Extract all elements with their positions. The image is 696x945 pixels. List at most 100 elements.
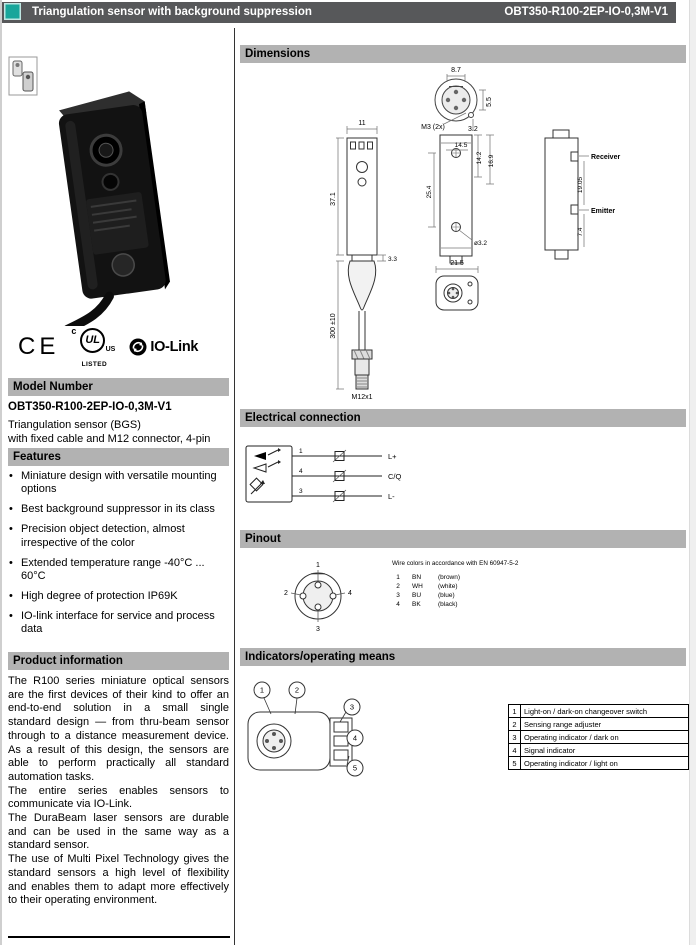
color-row-name: (brown) xyxy=(438,574,460,581)
dim-5-5: 5.5 xyxy=(486,97,493,107)
table-row: 4 Signal indicator xyxy=(508,743,689,757)
callout-5: 5 xyxy=(353,764,357,773)
product-info-paragraph: The R100 series miniature optical sensor… xyxy=(8,675,229,783)
callout-2: 2 xyxy=(295,686,299,695)
color-row-pin: 2 xyxy=(396,583,400,590)
callout-3: 3 xyxy=(350,703,354,712)
ce-mark: CE xyxy=(18,333,60,360)
indicator-description: Sensing range adjuster xyxy=(520,717,689,731)
indicators-drawing: 1 2 3 4 5 xyxy=(247,681,364,777)
section-electrical-connection: Electrical connection xyxy=(240,409,686,427)
section-pinout: Pinout xyxy=(240,530,686,548)
section-product-information: Product information xyxy=(8,652,229,670)
dim-m3: M3 (2x) xyxy=(421,124,445,131)
wire-pin-1: 1 xyxy=(299,448,303,455)
feature-item: Best background suppressor in its class xyxy=(8,503,229,517)
table-row: 3 Operating indicator / dark on xyxy=(508,730,689,744)
wire-color-table: 1 BN (brown) 2 WH (white) 3 BU (blue) 4 … xyxy=(396,574,460,608)
terminal-l-plus: L+ xyxy=(388,452,397,461)
dim-3-3: 3.3 xyxy=(388,256,397,263)
side-view xyxy=(439,134,473,264)
ul-us-label: US xyxy=(105,346,116,353)
indicator-description: Signal indicator xyxy=(520,743,689,757)
product-info-paragraph: The entire series enables sensors to com… xyxy=(8,784,229,811)
color-row-pin: 1 xyxy=(396,574,400,581)
dim-m12x1: M12x1 xyxy=(351,394,372,401)
pinout-diagram: 1 2 4 3 Wire colors in accordance with E… xyxy=(284,560,519,633)
section-dimensions: Dimensions xyxy=(240,45,686,63)
dim-25-4: 25.4 xyxy=(426,185,433,198)
indicator-number: 1 xyxy=(508,704,521,718)
callout-4: 4 xyxy=(353,734,357,743)
product-info-paragraph: The use of Multi Pixel Technology gives … xyxy=(8,853,229,907)
page-edge-right xyxy=(689,0,696,945)
color-row-code: BU xyxy=(412,592,421,599)
sensor-top-view xyxy=(247,711,353,771)
pin-leaders xyxy=(290,570,346,622)
indicator-description: Light-on / dark-on changeover switch xyxy=(520,704,689,718)
dim-16-9: 16.9 xyxy=(488,154,495,167)
dim-14-5: 14.5 xyxy=(455,142,468,149)
indicators-table: 1 Light-on / dark-on changeover switch 2… xyxy=(508,704,689,770)
callouts: 1 2 3 4 5 xyxy=(253,681,364,777)
wires xyxy=(292,449,382,503)
callout-1: 1 xyxy=(260,686,264,695)
electrical-connection-diagram: 1 4 3 L+ C/Q L- xyxy=(245,445,402,503)
io-link-icon xyxy=(129,338,147,356)
color-row-name: (white) xyxy=(438,583,458,590)
dim-11: 11 xyxy=(358,120,365,127)
brand-logo-icon xyxy=(4,3,21,20)
pin-label-2: 2 xyxy=(284,590,288,597)
left-column-bottom-rule xyxy=(8,936,230,938)
table-row: 2 Sensing range adjuster xyxy=(508,717,689,731)
dim-19-05: 19.05 xyxy=(577,176,584,193)
front-view-dims xyxy=(336,126,386,262)
color-row-pin: 3 xyxy=(396,592,400,599)
indicator-number: 5 xyxy=(508,756,521,770)
ul-circle: UL xyxy=(80,328,106,353)
cable-drawing xyxy=(347,260,377,390)
color-row-pin: 4 xyxy=(396,601,400,608)
side-view-dims xyxy=(428,134,494,241)
model-description-line2: with fixed cable and M12 connector, 4-pi… xyxy=(8,433,211,445)
feature-item: IO-link interface for service and proces… xyxy=(8,610,229,637)
pin-label-3: 3 xyxy=(316,626,320,633)
ul-listed-label: LISTED xyxy=(81,361,108,368)
column-divider xyxy=(234,28,235,945)
feature-item: Precision object detection, almost irres… xyxy=(8,523,229,550)
indicator-number: 4 xyxy=(508,743,521,757)
model-number-value: OBT350-R100-2EP-IO-0,3M-V1 xyxy=(8,401,172,413)
sensor-family-pictogram-icon xyxy=(8,56,38,96)
optics-side-view xyxy=(544,129,579,260)
dim-37-1: 37.1 xyxy=(330,192,337,206)
bottom-view xyxy=(435,275,479,311)
terminal-l-minus: L- xyxy=(388,492,395,501)
dim-21-5: 21.5 xyxy=(450,260,464,267)
page-title: Triangulation sensor with background sup… xyxy=(32,6,312,18)
optics-dims xyxy=(579,155,589,247)
product-info-paragraph: The DuraBeam laser sensors are durable a… xyxy=(8,812,229,852)
header-bar: Triangulation sensor with background sup… xyxy=(2,2,676,23)
wire-color-note: Wire colors in accordance with EN 60947-… xyxy=(392,560,519,567)
ul-c-label: c xyxy=(71,326,77,336)
header-model-number: OBT350-R100-2EP-IO-0,3M-V1 xyxy=(504,6,668,18)
indicator-description: Operating indicator / dark on xyxy=(520,730,689,744)
pin-label-1: 1 xyxy=(316,562,320,569)
section-model-number: Model Number xyxy=(8,378,229,396)
dim-14-2: 14.2 xyxy=(476,151,483,164)
section-features: Features xyxy=(8,448,229,466)
dimensions-drawing: 8.7 5.5 M3 (2x) 3.2 11 37.1 3.3 xyxy=(330,67,620,401)
receiver-label: Receiver xyxy=(591,154,620,161)
wire-pin-4: 4 xyxy=(299,468,303,475)
bottom-view-dims xyxy=(435,266,479,273)
feature-item: High degree of protection IP69K xyxy=(8,590,229,604)
indicator-number: 2 xyxy=(508,717,521,731)
indicator-description: Operating indicator / light on xyxy=(520,756,689,770)
dimension-lines xyxy=(443,74,486,131)
dim-cable-length: 300 ±10 xyxy=(330,313,337,338)
terminal-cq: C/Q xyxy=(388,472,402,481)
indicator-number: 3 xyxy=(508,730,521,744)
table-row: 1 Light-on / dark-on changeover switch xyxy=(508,704,689,718)
dim-7-4: 7.4 xyxy=(577,227,584,236)
